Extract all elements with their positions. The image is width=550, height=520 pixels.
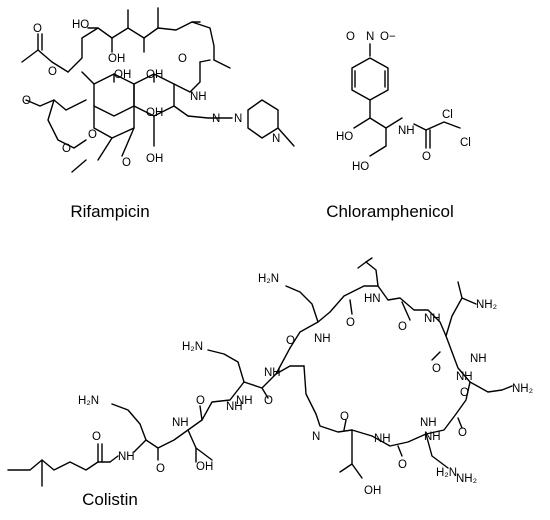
chloramphenicol-atom: HO <box>352 161 369 173</box>
chloramphenicol-atom: O <box>346 31 355 43</box>
colistin-atom: HN <box>364 293 381 305</box>
chloramphenicol-atom: HO <box>336 131 353 143</box>
rifampicin-atom: N <box>234 113 242 125</box>
colistin-atom: O <box>432 363 441 375</box>
chloramphenicol-atom: N <box>366 31 374 43</box>
colistin-atom: H₂N <box>258 273 279 285</box>
colistin-atom: O <box>196 395 205 407</box>
rifampicin-atom: OH <box>114 69 131 81</box>
colistin-atom: NH <box>420 417 437 429</box>
rifampicin-atom: O <box>178 53 187 65</box>
rifampicin-atom: N <box>272 133 280 145</box>
chloramphenicol-caption: Chloramphenicol <box>326 202 454 221</box>
colistin-atom: OH <box>364 485 381 497</box>
colistin-atom: NH₂ <box>512 383 533 395</box>
colistin-atom: O <box>398 459 407 471</box>
rifampicin-atom: O <box>33 23 42 35</box>
colistin-atom: OH <box>196 461 213 473</box>
rifampicin-caption: Rifampicin <box>70 202 149 221</box>
chloramphenicol-atom: O <box>422 151 431 163</box>
colistin-caption: Colistin <box>82 490 138 509</box>
colistin-atom: NH <box>424 313 441 325</box>
rifampicin-atom: NH <box>190 91 207 103</box>
rifampicin-atom: OH <box>146 69 163 81</box>
colistin-atom: O <box>340 411 349 423</box>
rifampicin-atom: O <box>88 129 97 141</box>
rifampicin-atom: O <box>62 143 71 155</box>
colistin-atom: NH <box>456 371 473 383</box>
colistin-atom: H₂N <box>182 341 203 353</box>
colistin-atom: O <box>92 431 101 443</box>
chloramphenicol-atom: O− <box>380 31 396 43</box>
colistin-atom: NH <box>374 433 391 445</box>
chloramphenicol-atom: Cl <box>442 109 453 121</box>
rifampicin-atom: HO <box>72 19 89 31</box>
rifampicin-atom: O <box>22 95 31 107</box>
colistin-atom: NH <box>264 367 281 379</box>
chloramphenicol-atom: NH <box>398 125 415 137</box>
rifampicin-atom: OH <box>108 53 125 65</box>
colistin-atom: H₂N <box>436 467 457 479</box>
chloramphenicol-atom: Cl <box>460 137 471 149</box>
colistin-atom: NH <box>314 333 331 345</box>
colistin-atom: O <box>264 395 273 407</box>
colistin-structure <box>7 257 513 487</box>
colistin-atom: O <box>460 387 469 399</box>
colistin-atom: NH <box>172 417 189 429</box>
colistin-atom: NH <box>236 395 253 407</box>
rifampicin-atom: OH <box>146 107 163 119</box>
colistin-atom: N <box>312 431 320 443</box>
colistin-atom: H₂N <box>78 395 99 407</box>
rifampicin-structure <box>21 7 295 173</box>
colistin-atom: NH <box>470 353 487 365</box>
rifampicin-atom: OH <box>146 153 163 165</box>
colistin-atom: NH₂ <box>456 473 477 485</box>
colistin-atom: NH₂ <box>476 299 497 311</box>
colistin-atom: O <box>286 335 295 347</box>
colistin-atom: O <box>156 463 165 475</box>
chloramphenicol-structure <box>351 43 461 157</box>
colistin-atom: NH <box>226 401 243 413</box>
colistin-atom: O <box>346 317 355 329</box>
colistin-atom: O <box>458 427 467 439</box>
colistin-atom: NH <box>424 431 441 443</box>
colistin-atom: NH <box>118 451 135 463</box>
rifampicin-atom: O <box>122 157 131 169</box>
rifampicin-atom: O <box>48 66 57 78</box>
rifampicin-atom: N <box>212 113 220 125</box>
colistin-atom: O <box>398 321 407 333</box>
